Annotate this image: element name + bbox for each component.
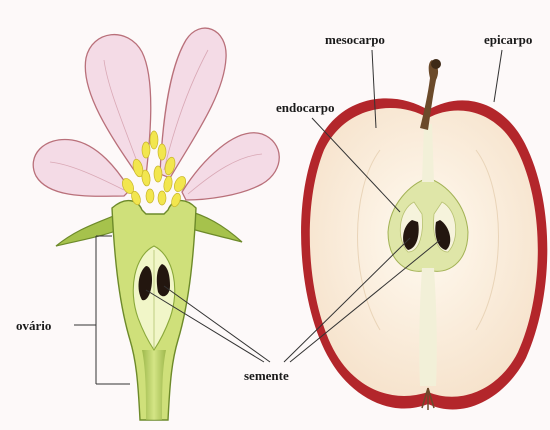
label-seed: semente [244,368,289,383]
label-mesocarp: mesocarpo [325,32,385,47]
petal-right [182,133,279,200]
core-channel [422,124,434,182]
petal-left [33,139,130,196]
leader-epicarp [494,50,502,102]
label-ovary: ovário [16,318,51,333]
apple [301,59,547,410]
label-epicarp: epicarpo [484,32,532,47]
stem-tip [431,59,441,69]
label-endocarp: endocarpo [276,100,335,115]
core-lower-channel [419,268,437,386]
flower [33,28,279,420]
